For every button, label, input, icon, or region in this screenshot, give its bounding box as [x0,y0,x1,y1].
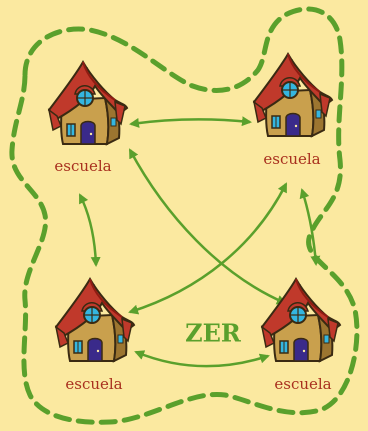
school-label-3: escuela [65,375,122,393]
school-4 [262,279,340,361]
arrow-school1-school3 [80,195,96,265]
school-1 [49,62,127,144]
school-label-1: escuela [54,157,111,175]
school-label-4: escuela [274,375,331,393]
arrow-school1-school4 [130,150,285,303]
arrow-school1-school2 [131,119,250,124]
house-icon [254,54,332,136]
house-icon [262,279,340,361]
zer-label: ZER [185,319,241,348]
school-2 [254,54,332,136]
house-icon [56,279,134,361]
arrow-school3-school4 [136,352,268,366]
school-label-2: escuela [263,150,320,168]
house-icon [49,62,127,144]
school-3 [56,279,134,361]
